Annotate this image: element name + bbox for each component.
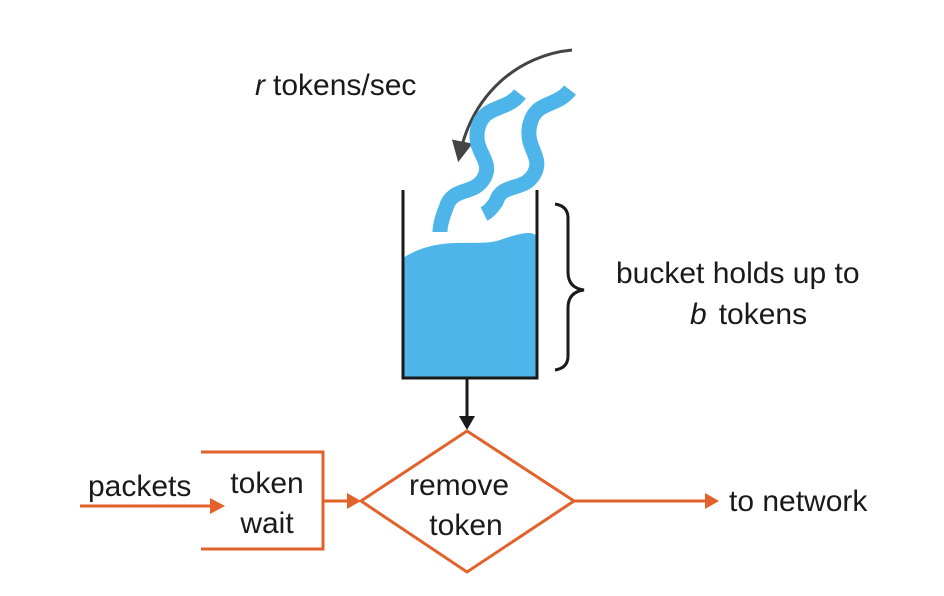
- packets-label: packets: [88, 470, 191, 503]
- packets-arrowhead: [210, 498, 225, 514]
- decision-label-line2: token: [429, 509, 502, 542]
- output-label: to network: [729, 485, 868, 518]
- queue-label-line2: wait: [239, 507, 294, 540]
- bucket-to-decision-arrowhead: [459, 416, 475, 430]
- bucket: [401, 190, 539, 380]
- bucket-line2-text: tokens: [719, 298, 807, 331]
- queue-to-decision-arrowhead: [347, 493, 361, 509]
- curved-arrow-icon: [451, 48, 573, 163]
- bucket-water: [403, 233, 537, 378]
- token-wave-icon: [432, 88, 526, 233]
- rate-var: r: [255, 69, 266, 102]
- token-wave-icon: [480, 84, 576, 221]
- output-arrowhead: [705, 493, 719, 509]
- remove-token-diamond: [358, 429, 577, 574]
- bucket-label-line1: bucket holds up to: [616, 257, 860, 290]
- bucket-brace: [554, 202, 585, 372]
- bucket-var: b: [690, 298, 707, 331]
- decision-label-line1: remove: [409, 469, 509, 502]
- queue-label-line1: token: [230, 467, 303, 500]
- rate-text: tokens/sec: [273, 69, 416, 102]
